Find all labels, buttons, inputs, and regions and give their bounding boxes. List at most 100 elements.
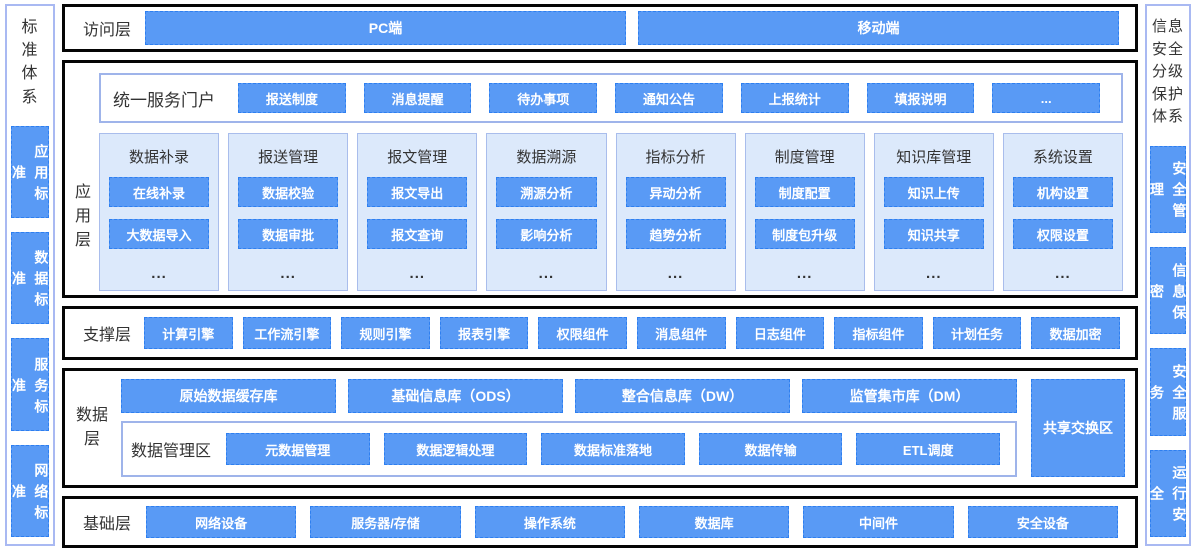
module-item: 大数据导入: [109, 219, 210, 249]
module-item: 报文导出: [367, 177, 468, 207]
module-title: 指标分析: [645, 149, 706, 166]
support-layer-label: 支撑层: [83, 327, 132, 344]
module-title: 报文管理: [387, 149, 448, 166]
data-layer: 数据层 原始数据缓存库 基础信息库（ODS） 整合信息库（DW） 监管集市库（D…: [62, 368, 1138, 488]
module-more: ...: [667, 265, 684, 282]
base-item-network-devices: 网络设备: [146, 506, 297, 538]
standards-item-service: 服务标准: [11, 338, 49, 431]
portal-item-report-stats: 上报统计: [740, 83, 849, 113]
module-item: 影响分析: [496, 219, 597, 249]
module-item: 报文查询: [367, 219, 468, 249]
portal-label: 统一服务门户: [113, 90, 215, 110]
standards-pillar: 标准体系 应用标准 数据标准 服务标准 网络标准: [5, 4, 55, 546]
portal-item-notice: 通知公告: [615, 83, 723, 113]
support-item-workflow-engine: 工作流引擎: [242, 317, 332, 349]
module-item: 权限设置: [1012, 219, 1113, 249]
access-layer-label: 访问层: [83, 22, 132, 39]
portal-item-fill-instructions: 填报说明: [866, 83, 975, 113]
support-layer: 支撑层 计算引擎 工作流引擎 规则引擎 报表引擎 权限组件 消息组件 日志组件 …: [62, 306, 1138, 360]
module-report-management: 报送管理 数据校验 数据审批 ...: [228, 133, 349, 291]
base-item-operating-system: 操作系统: [474, 506, 625, 538]
support-item-report-engine: 报表引擎: [439, 317, 529, 349]
main-layer-stack: 访问层 PC端 移动端 应用层 统一服务门户 报送制度 消息提醒 待办事项 通知…: [62, 4, 1138, 548]
security-pillar: 信息安全分级保护体系 安全管理 信息保密 安全服务 运行安全: [1145, 4, 1191, 546]
module-knowledge-base: 知识库管理 知识上传 知识共享 ...: [873, 133, 994, 291]
module-system-management: 制度管理 制度配置 制度包升级 ...: [744, 133, 865, 291]
module-indicator-analysis: 指标分析 异动分析 趋势分析 ...: [615, 133, 736, 291]
portal-item-todo: 待办事项: [489, 83, 598, 113]
access-item-mobile: 移动端: [638, 11, 1120, 45]
mgmt-item-data-transfer: 数据传输: [698, 433, 843, 465]
module-item: 溯源分析: [496, 177, 597, 207]
module-item: 异动分析: [625, 177, 726, 207]
store-dm: 监管集市库（DM）: [802, 379, 1017, 413]
mgmt-item-standard-landing: 数据标准落地: [541, 433, 685, 465]
standards-item-network: 网络标准: [11, 444, 49, 537]
module-system-settings: 系统设置 机构设置 权限设置 ...: [1002, 133, 1123, 291]
module-title: 报送管理: [258, 149, 319, 166]
access-item-pc: PC端: [145, 11, 627, 45]
base-item-server-storage: 服务器/存储: [310, 506, 461, 538]
standards-item-application: 应用标准: [11, 125, 49, 219]
store-raw-cache: 原始数据缓存库: [121, 379, 336, 413]
shared-exchange-zone: 共享交换区: [1031, 379, 1125, 477]
module-item: 知识上传: [883, 177, 984, 207]
module-item: 知识共享: [883, 219, 984, 249]
data-stores-row: 原始数据缓存库 基础信息库（ODS） 整合信息库（DW） 监管集市库（DM）: [115, 379, 1023, 413]
module-more: ...: [538, 265, 555, 282]
portal-item-message-reminder: 消息提醒: [363, 83, 472, 113]
module-title: 数据补录: [129, 149, 190, 166]
module-more: ...: [151, 265, 167, 282]
security-item-confidentiality: 信息保密: [1149, 246, 1187, 335]
base-item-middleware: 中间件: [803, 506, 954, 538]
mgmt-item-metadata: 元数据管理: [226, 433, 370, 465]
security-item-services: 安全服务: [1149, 348, 1187, 436]
module-more: ...: [796, 265, 813, 282]
security-item-operation: 运行安全: [1149, 449, 1187, 537]
unified-service-portal: 统一服务门户 报送制度 消息提醒 待办事项 通知公告 上报统计 填报说明 ...: [99, 73, 1123, 123]
base-item-security-devices: 安全设备: [967, 506, 1118, 538]
module-item: 制度配置: [754, 177, 855, 207]
base-item-database: 数据库: [639, 506, 790, 538]
application-layer: 应用层 统一服务门户 报送制度 消息提醒 待办事项 通知公告 上报统计 填报说明…: [62, 60, 1138, 298]
support-item-permission-component: 权限组件: [538, 317, 627, 349]
support-item-rule-engine: 规则引擎: [341, 317, 430, 349]
module-more: ...: [1055, 265, 1071, 282]
standards-pillar-title: 标准体系: [21, 19, 39, 106]
security-item-management: 安全管理: [1149, 145, 1187, 233]
support-item-compute-engine: 计算引擎: [144, 317, 233, 349]
portal-item-report-system: 报送制度: [238, 83, 346, 113]
support-item-data-encryption: 数据加密: [1031, 317, 1120, 349]
module-more: ...: [409, 265, 426, 282]
module-title: 系统设置: [1032, 149, 1093, 166]
module-item: 在线补录: [109, 177, 210, 207]
support-item-indicator-component: 指标组件: [834, 317, 923, 349]
module-data-supplement: 数据补录 在线补录 大数据导入 ...: [99, 133, 220, 291]
module-more: ...: [280, 265, 296, 282]
module-item: 数据校验: [238, 177, 339, 207]
base-layer-label: 基础层: [83, 516, 132, 533]
module-item: 制度包升级: [754, 219, 855, 249]
support-item-log-component: 日志组件: [735, 317, 825, 349]
portal-item-more: ...: [992, 83, 1101, 113]
module-item: 趋势分析: [625, 219, 726, 249]
base-layer: 基础层 网络设备 服务器/存储 操作系统 数据库 中间件 安全设备: [62, 496, 1138, 548]
store-ods: 基础信息库（ODS）: [348, 379, 563, 413]
application-layer-label: 应用层: [75, 184, 92, 249]
module-title: 数据溯源: [516, 149, 577, 166]
security-pillar-title: 信息安全分级保护体系: [1151, 18, 1184, 125]
module-item: 机构设置: [1012, 177, 1113, 207]
data-management-label: 数据管理区: [131, 443, 212, 460]
support-item-message-component: 消息组件: [636, 317, 726, 349]
access-layer: 访问层 PC端 移动端: [62, 4, 1138, 52]
module-more: ...: [926, 265, 942, 282]
data-management-zone: 数据管理区 元数据管理 数据逻辑处理 数据标准落地 数据传输 ETL调度: [121, 421, 1017, 477]
data-layer-label: 数据层: [75, 407, 108, 448]
standards-item-data: 数据标准: [11, 232, 49, 325]
module-title: 制度管理: [774, 149, 835, 166]
module-message-management: 报文管理 报文导出 报文查询 ...: [357, 133, 478, 291]
mgmt-item-logic-processing: 数据逻辑处理: [383, 433, 528, 465]
store-dw: 整合信息库（DW）: [575, 379, 790, 413]
module-item: 数据审批: [238, 219, 339, 249]
module-data-tracing: 数据溯源 溯源分析 影响分析 ...: [486, 133, 607, 291]
